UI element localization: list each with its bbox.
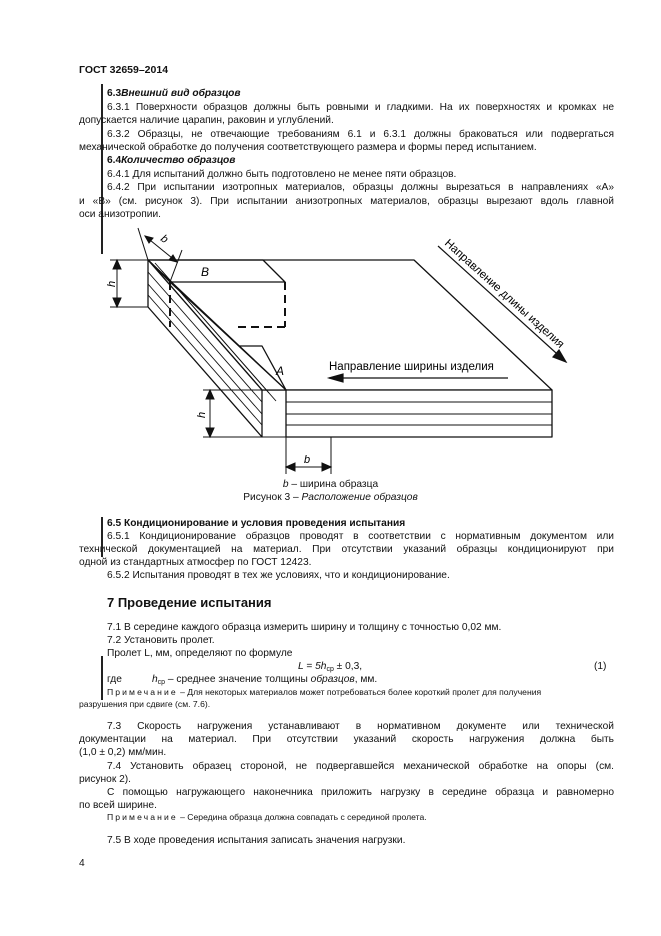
label-h-bottom: h bbox=[196, 412, 208, 418]
where-word: где bbox=[107, 674, 122, 685]
change-bar bbox=[101, 517, 103, 557]
formula-1: L = 5hср ± 0,3, bbox=[298, 661, 363, 673]
dim-b-bottom bbox=[284, 437, 333, 474]
paragraph-6-5-1-cont: технической документацией на материал. П… bbox=[79, 544, 614, 555]
paragraph-6-4-2: 6.4.2 При испытании изотропных материало… bbox=[107, 182, 614, 193]
sample-b-hidden-edges bbox=[169, 282, 286, 328]
paragraph-7-4-load-end: по всей ширине. bbox=[79, 800, 157, 811]
paragraph-6-3-2: 6.3.2 Образцы, не отвечающие требованиям… bbox=[107, 129, 614, 140]
arrow-width-direction bbox=[326, 373, 508, 383]
label-sample-b: B bbox=[201, 265, 209, 279]
arrow-length-direction bbox=[437, 245, 568, 364]
document-id: ГОСТ 32659–2014 bbox=[79, 64, 169, 76]
dim-h-bottom bbox=[203, 388, 262, 439]
change-bar bbox=[101, 84, 103, 254]
paragraph-6-3-2-cont: механической обработке до получения соот… bbox=[79, 142, 537, 153]
page-number: 4 bbox=[79, 858, 85, 869]
paragraph-7-3-cont: документации на материал. При отсутствии… bbox=[79, 734, 614, 745]
change-bar bbox=[101, 656, 103, 700]
paragraph-7-4-load: С помощью нагружающего наконечника прило… bbox=[107, 787, 614, 798]
label-b-top: b bbox=[158, 233, 170, 246]
note-2: Примечание – Середина образца должна сов… bbox=[107, 812, 427, 822]
paragraph-7-5: 7.5 В ходе проведения испытания записать… bbox=[107, 835, 406, 846]
label-h-left: h bbox=[106, 281, 118, 287]
paragraph-6-4-2-end: оси анизотропии. bbox=[79, 209, 161, 220]
paragraph-6-3-1-cont: допускается наличие царапин, раковин и у… bbox=[79, 115, 334, 126]
sheet-front-face bbox=[285, 389, 553, 438]
paragraph-6-5-1: 6.5.1 Кондиционирование образцов проводя… bbox=[107, 531, 614, 542]
paragraph-7-3: 7.3 Скорость нагружения устанавливают в … bbox=[107, 721, 614, 732]
formula-number: (1) bbox=[594, 661, 607, 672]
paragraph-6-4-1: 6.4.1 Для испытаний должно быть подготов… bbox=[107, 169, 457, 180]
paragraph-6-3-1: 6.3.1 Поверхности образцов должны быть р… bbox=[107, 102, 614, 113]
section-6-3-heading: 6.3Внешний вид образцов bbox=[107, 88, 241, 99]
figure-legend: b – ширина образца bbox=[282, 479, 379, 490]
layer-lines-front bbox=[262, 401, 552, 438]
paragraph-7-4-cont: рисунок 2). bbox=[79, 774, 132, 785]
label-sample-a: A bbox=[275, 364, 284, 378]
paragraph-6-4-2-cont: и «В» (см. рисунок 3). При испытании ани… bbox=[79, 196, 614, 207]
paragraph-7-1: 7.1 В середине каждого образца измерить … bbox=[107, 622, 502, 633]
figure-caption: Рисунок 3 – Расположение образцов bbox=[243, 492, 418, 503]
label-b-bottom: b bbox=[304, 454, 310, 466]
label-width-direction: Направление ширины изделия bbox=[329, 361, 494, 373]
section-6-5-heading: 6.5 Кондиционирование и условия проведен… bbox=[107, 518, 406, 529]
paragraph-6-5-1-end: одной из стандартных атмосфер по ГОСТ 12… bbox=[79, 557, 312, 568]
where-definition: hср – среднее значение толщины образцов,… bbox=[152, 674, 378, 686]
paragraph-7-3-end: (1,0 ± 0,2) мм/мин. bbox=[79, 747, 167, 758]
paragraph-7-2-formula-intro: Пролет L, мм, определяют по формуле bbox=[107, 648, 293, 659]
dim-b-top bbox=[137, 227, 183, 283]
note-1: Примечание – Для некоторых материалов мо… bbox=[107, 687, 542, 697]
paragraph-7-4: 7.4 Установить образец стороной, не подв… bbox=[107, 761, 614, 772]
dim-h-left bbox=[110, 258, 148, 309]
section-6-4-heading: 6.4Количество образцов bbox=[107, 155, 236, 166]
layer-lines-side bbox=[147, 262, 277, 426]
note-1-cont: разрушения при сдвиге (см. 7.6). bbox=[79, 699, 211, 709]
section-7-heading: 7 Проведение испытания bbox=[107, 595, 272, 610]
paragraph-7-2: 7.2 Установить пролет. bbox=[107, 635, 215, 646]
paragraph-6-5-2: 6.5.2 Испытания проводят в тех же услови… bbox=[107, 570, 450, 581]
